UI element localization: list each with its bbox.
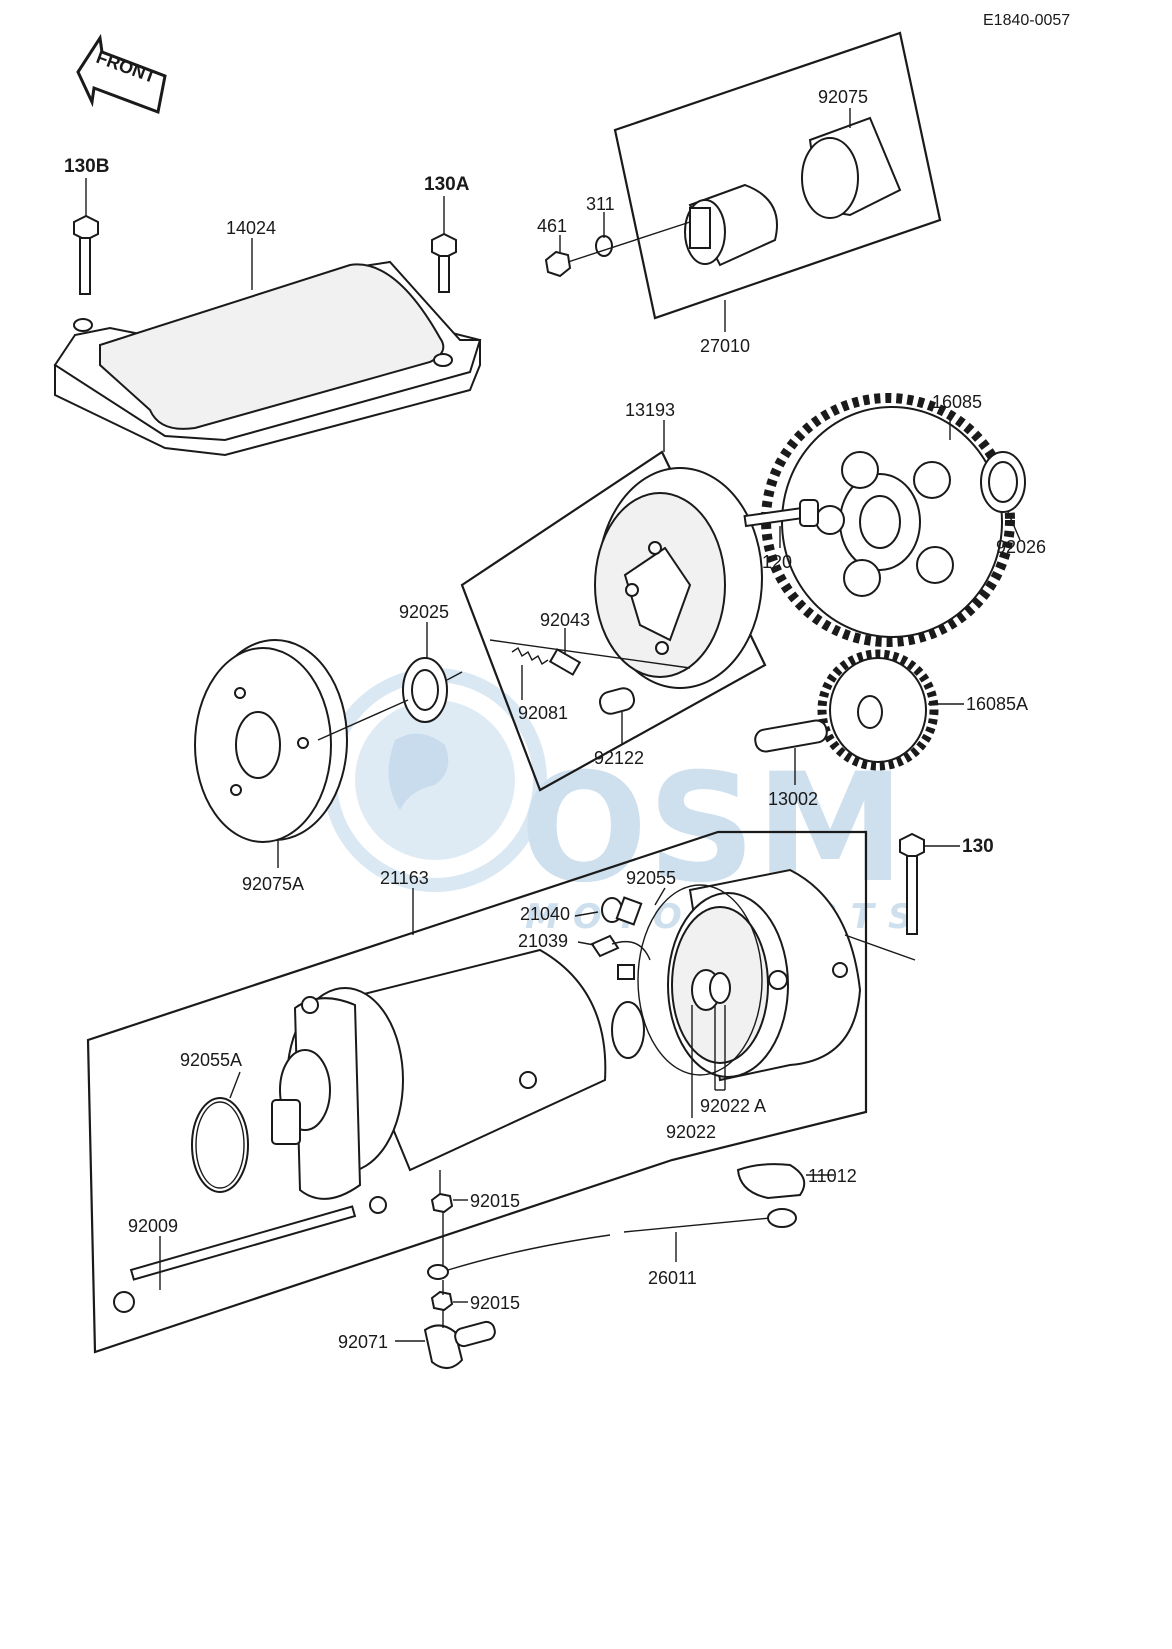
label-13193: 13193 [625, 400, 675, 420]
label-461: 461 [537, 216, 567, 236]
label-92055a: 92055A [180, 1050, 242, 1070]
label-21039: 21039 [518, 931, 568, 951]
label-26011: 26011 [648, 1268, 697, 1288]
nut-92015-lower [430, 1290, 454, 1312]
label-130b: 130B [64, 156, 109, 177]
label-92122: 92122 [594, 748, 644, 768]
starter-motor-assembly-frame [86, 830, 868, 1354]
label-92015-upper: 92015 [470, 1191, 520, 1211]
label-16085a: 16085A [966, 694, 1028, 714]
label-92055: 92055 [626, 868, 676, 888]
label-92015-lower: 92015 [470, 1293, 520, 1313]
label-130a: 130A [424, 174, 470, 195]
clutch-13193 [594, 467, 763, 689]
roller-92122 [598, 687, 636, 715]
shaft-13002 [754, 719, 828, 753]
spring-92081 [511, 646, 549, 666]
reference-code: E1840-0057 [983, 12, 1070, 29]
starter-cover [53, 260, 482, 457]
label-92009: 92009 [128, 1216, 178, 1236]
label-21040: 21040 [520, 904, 570, 924]
starter-motor-21163 [271, 948, 645, 1214]
brush-21039 [590, 934, 651, 980]
label-11012: 11012 [808, 1166, 857, 1186]
label-311: 311 [586, 194, 615, 214]
clutch-assembly-frame [460, 450, 767, 792]
bolt-130a [431, 232, 457, 293]
gear-16085 [761, 393, 1015, 647]
label-92071: 92071 [338, 1332, 388, 1352]
label-92026: 92026 [996, 537, 1046, 557]
label-120: 120 [762, 552, 792, 572]
label-13002: 13002 [768, 789, 818, 809]
o-ring-92055 [637, 884, 763, 1076]
relay-27010 [684, 183, 778, 267]
end-cover [667, 868, 862, 1082]
label-92075: 92075 [818, 87, 868, 107]
cap-92071 [423, 1320, 496, 1369]
label-92081: 92081 [518, 703, 568, 723]
label-14024: 14024 [226, 218, 276, 238]
label-27010: 27010 [700, 336, 750, 356]
nut-92015-upper [430, 1192, 454, 1214]
plate-92075a [194, 639, 348, 843]
nut-461 [544, 250, 572, 278]
label-130: 130 [962, 836, 994, 857]
washer-92025 [402, 657, 448, 723]
label-21163: 21163 [380, 868, 429, 888]
label-16085: 16085 [932, 392, 982, 412]
label-92022a: 92022 A [700, 1096, 766, 1116]
relay-cover-92075 [801, 116, 902, 219]
bolt-120 [743, 499, 819, 528]
bolt-130 [899, 832, 925, 935]
bolt-130b [73, 214, 99, 295]
relay-assembly-frame [613, 31, 942, 320]
gear-16085a [817, 649, 939, 771]
cap-11012 [736, 1163, 806, 1200]
label-92025: 92025 [399, 602, 449, 622]
label-92075a: 92075A [242, 874, 304, 894]
label-92022: 92022 [666, 1122, 716, 1142]
cable-26011 [427, 1208, 797, 1280]
front-arrow-icon: FRONT [76, 33, 167, 115]
o-ring-92055a [191, 1097, 249, 1193]
pin-92043 [548, 648, 582, 676]
through-bolt-92009 [113, 1205, 357, 1313]
bearing-21040 [601, 896, 643, 926]
label-92043: 92043 [540, 610, 590, 630]
washer-311 [595, 235, 613, 257]
washer-92026 [980, 451, 1026, 513]
